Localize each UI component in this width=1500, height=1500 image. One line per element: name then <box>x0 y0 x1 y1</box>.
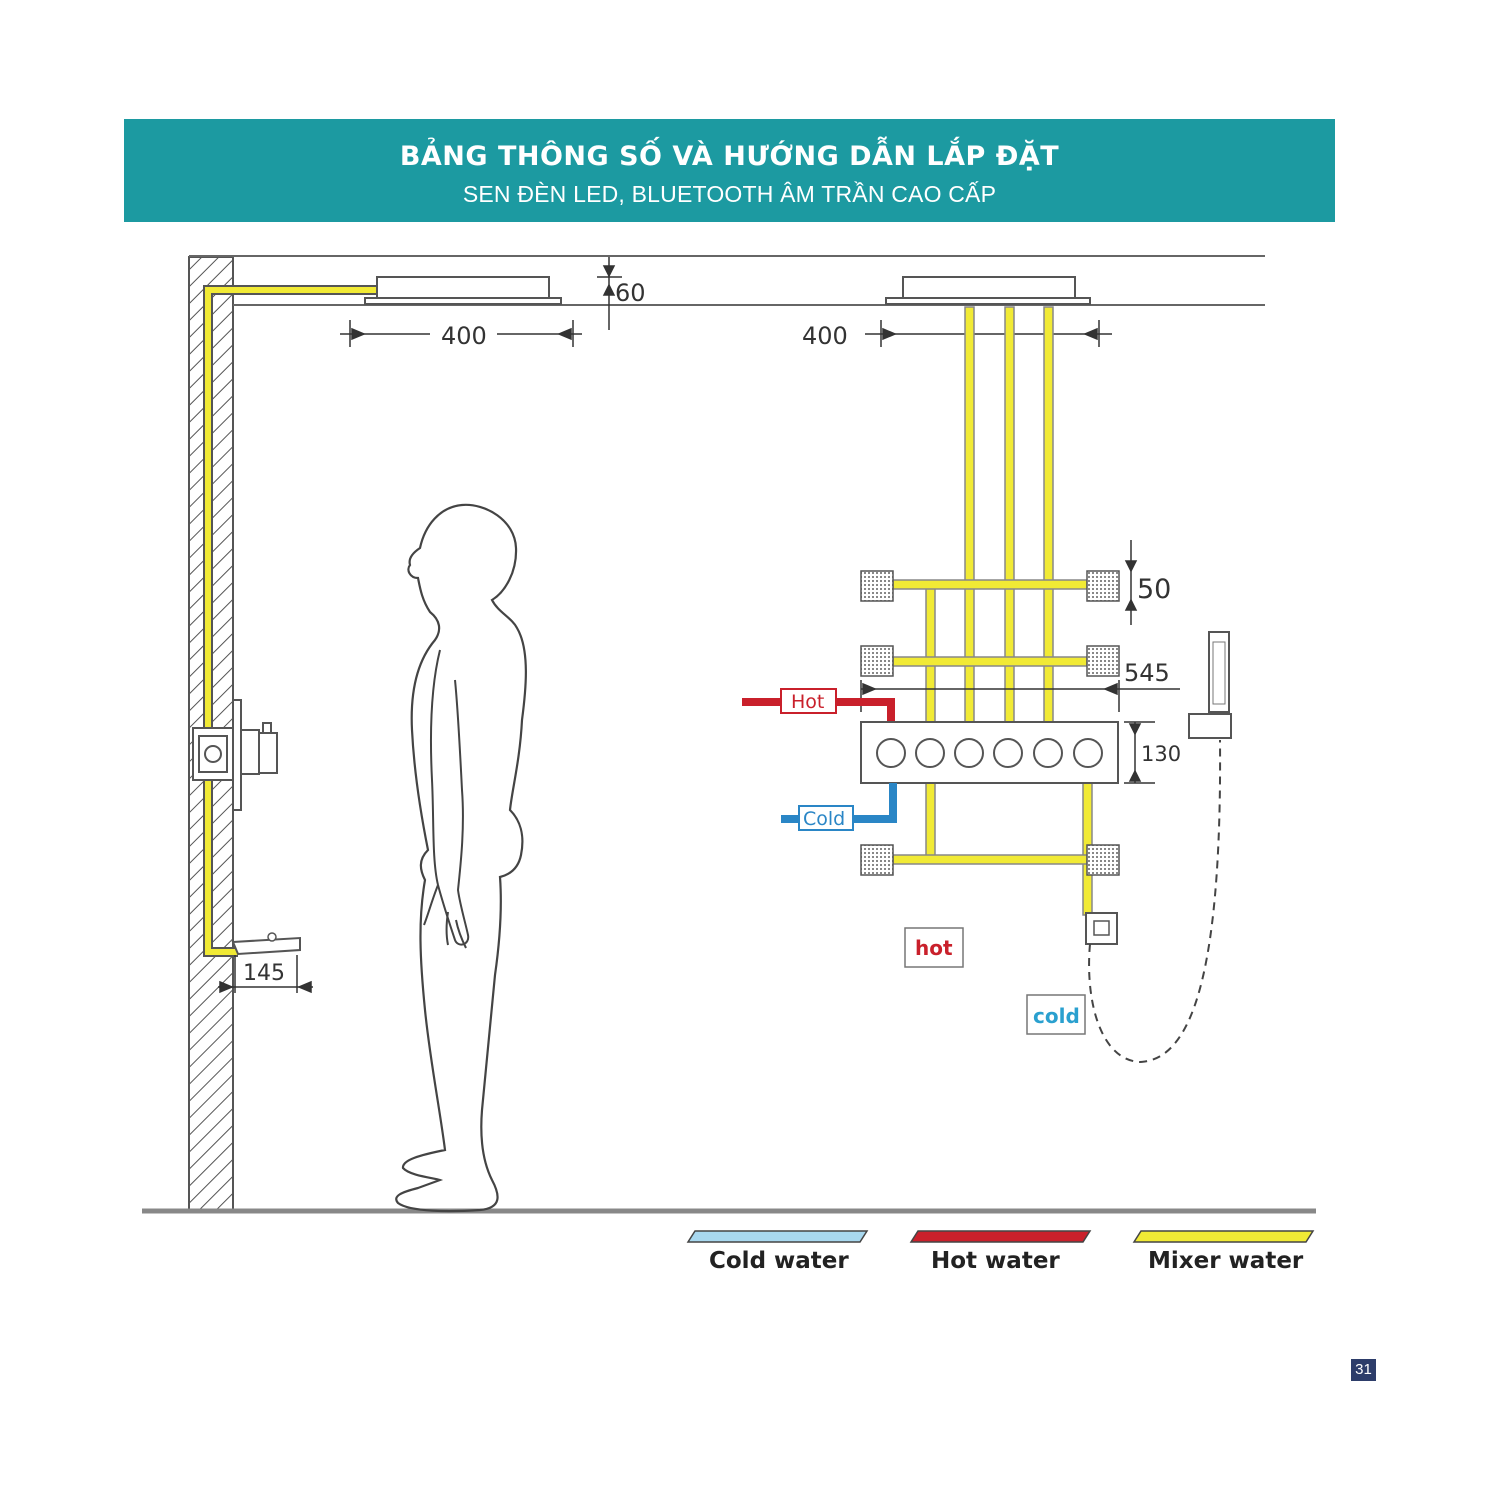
page-title: BẢNG THÔNG SỐ VÀ HƯỚNG DẪN LẮP ĐẶT <box>399 141 1060 172</box>
thermostatic-valve <box>860 721 1119 784</box>
dim-50-label: 50 <box>1137 574 1171 605</box>
cold-inlet-label: Cold <box>803 808 845 830</box>
human-figure <box>395 503 527 1213</box>
dim-right-400 <box>865 320 1112 347</box>
dim-545-label: 545 <box>1124 659 1170 687</box>
legend-hot-label: Hot water <box>931 1248 1060 1274</box>
hot-sign-box <box>904 927 964 968</box>
body-jet <box>1086 844 1120 876</box>
human-arm <box>429 649 470 946</box>
cold-inlet-pipe <box>781 783 897 831</box>
page-number-badge: 31 <box>1351 1359 1376 1381</box>
valve-knob <box>915 738 945 768</box>
legend-cold-label: Cold water <box>709 1248 849 1274</box>
left-ceiling-head <box>364 276 562 305</box>
hot-inlet-label: Hot <box>791 691 824 713</box>
dim-60-label: 60 <box>615 279 646 307</box>
dim-left-400-label: 400 <box>441 322 487 350</box>
valve-knob <box>954 738 984 768</box>
dim-145 <box>218 955 313 994</box>
legend-cold: Cold water <box>686 1230 869 1274</box>
dim-left-400 <box>340 320 582 347</box>
legend-mixer-label: Mixer water <box>1148 1248 1304 1274</box>
body-jet <box>1086 645 1120 677</box>
valve-knob <box>1073 738 1103 768</box>
dim-130 <box>1124 721 1155 784</box>
dim-right-400-label: 400 <box>802 322 848 350</box>
valve-knob <box>1033 738 1063 768</box>
legend: Cold water Hot water Mixer water <box>686 1230 1315 1274</box>
hand-shower-hose <box>1088 739 1222 1064</box>
body-jet <box>860 645 894 677</box>
cold-sign-box <box>1026 994 1086 1035</box>
hot-inlet-pipe <box>742 688 895 722</box>
wall-mixer-valve <box>192 699 278 811</box>
body-jet <box>860 570 894 602</box>
human-hand <box>423 884 467 949</box>
cold-sign: cold <box>1033 1004 1080 1028</box>
body-jets <box>860 570 1120 876</box>
dim-50 <box>1124 540 1138 625</box>
legend-hot: Hot water <box>909 1230 1092 1274</box>
hand-shower <box>1188 631 1232 739</box>
valve-knob <box>876 738 906 768</box>
right-mixer-risers <box>925 306 1093 916</box>
hand-shower-outlet <box>1085 912 1118 945</box>
body-jet <box>860 844 894 876</box>
bath-spout <box>231 932 301 956</box>
hot-sign: hot <box>915 936 953 960</box>
dim-60 <box>597 257 622 330</box>
ceiling <box>189 255 1265 306</box>
dim-545 <box>860 680 1180 712</box>
legend-mixer: Mixer water <box>1132 1230 1315 1274</box>
header-banner: BẢNG THÔNG SỐ VÀ HƯỚNG DẪN LẮP ĐẶT SEN Đ… <box>124 119 1335 222</box>
dim-145-label: 145 <box>243 961 285 986</box>
body-jet <box>1086 570 1120 602</box>
dim-130-label: 130 <box>1141 742 1181 766</box>
valve-knob <box>993 738 1023 768</box>
page-subtitle: SEN ĐÈN LED, BLUETOOTH ÂM TRẦN CAO CẤP <box>462 181 997 207</box>
right-ceiling-head <box>885 276 1091 305</box>
